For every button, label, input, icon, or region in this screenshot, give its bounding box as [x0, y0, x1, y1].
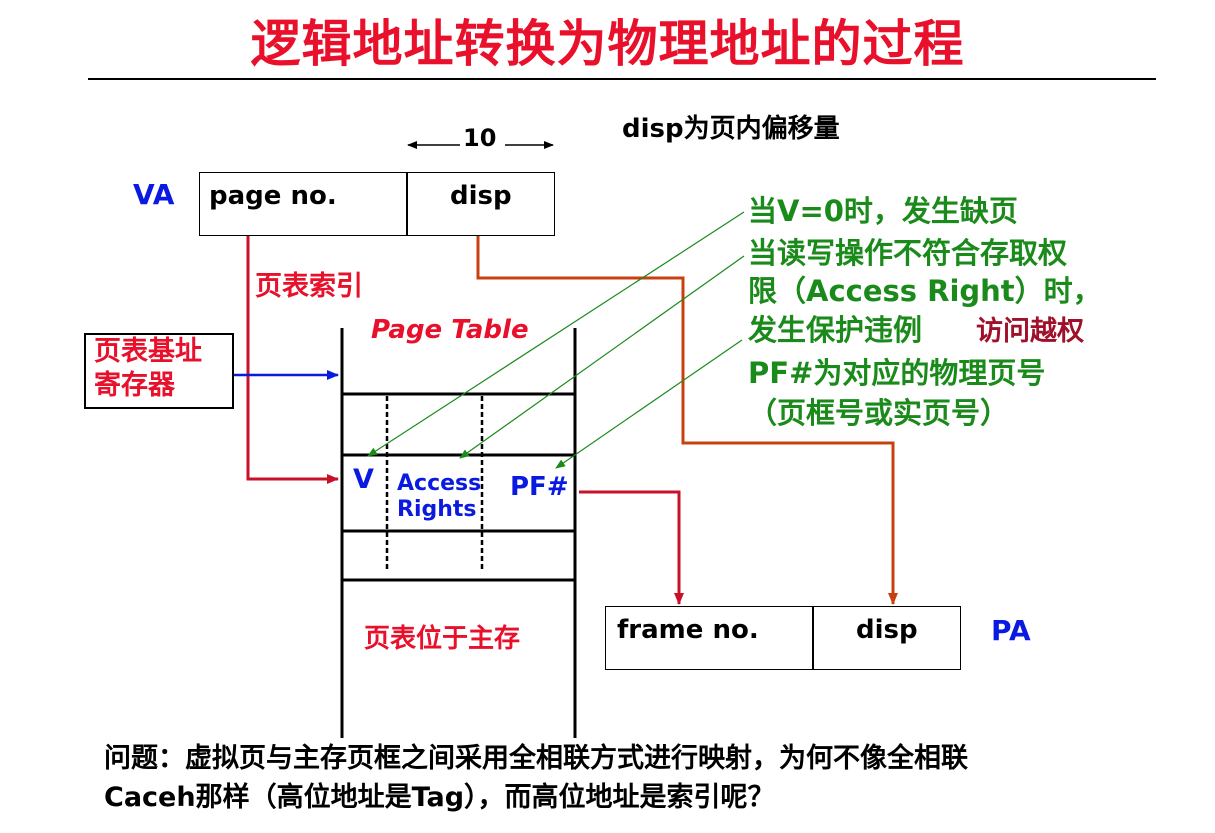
note-line-5: PF#为对应的物理页号 — [748, 356, 1046, 390]
note-line-4: 发生保护违例 — [748, 313, 923, 347]
note-line-6: （页框号或实页号） — [748, 396, 1010, 430]
va-page-field: page no. — [209, 181, 337, 211]
question-line-1: 问题：虚拟页与主存页框之间采用全相联方式进行映射，为何不像全相联 — [104, 743, 968, 774]
page-index-arrow — [246, 236, 339, 484]
page-table-pf-column: PF# — [510, 472, 569, 502]
note-line-3: 限（Access Right）时， — [748, 274, 1102, 308]
page-table-v-column: V — [353, 464, 374, 495]
note-line-2: 当读写操作不符合存取权 — [748, 236, 1068, 270]
pa-label: PA — [991, 614, 1031, 647]
pa-field-divider — [812, 607, 814, 669]
access-rights-line2: Rights — [397, 497, 477, 522]
disp-note: disp为页内偏移量 — [622, 114, 840, 144]
va-disp-field: disp — [450, 181, 512, 211]
base-register-line2: 寄存器 — [94, 370, 175, 401]
width-label: 10 — [463, 124, 497, 152]
pa-frame-field: frame no. — [617, 615, 759, 645]
page-table-location: 页表位于主存 — [364, 624, 521, 654]
page-title: 逻辑地址转换为物理地址的过程 — [250, 15, 965, 73]
title-divider — [88, 78, 1156, 80]
page-table-base-register: 页表基址 寄存器 — [84, 333, 234, 409]
pa-disp-field: disp — [856, 615, 918, 645]
base-register-line1: 页表基址 — [94, 336, 202, 367]
note-pointer-access — [459, 255, 745, 459]
page-table-title: Page Table — [371, 315, 529, 345]
page-table-access-column: Access Rights — [397, 471, 481, 523]
va-field-divider — [406, 173, 408, 235]
pa-address-box: frame no. disp — [605, 606, 961, 670]
va-label: VA — [133, 178, 175, 211]
note-line-1: 当V=0时，发生缺页 — [748, 194, 1018, 228]
page-index-label: 页表索引 — [255, 271, 363, 302]
va-address-box: page no. disp — [199, 172, 555, 236]
note-pointer-pf — [555, 339, 743, 469]
disp-arrow — [476, 236, 898, 605]
question-line-2: Caceh那样（高位地址是Tag），而高位地址是索引呢？ — [104, 782, 775, 813]
note-pointer-v — [367, 211, 745, 457]
pf-arrow — [579, 490, 684, 605]
access-rights-line1: Access — [397, 471, 482, 496]
note-access-violation: 访问越权 — [976, 316, 1084, 347]
